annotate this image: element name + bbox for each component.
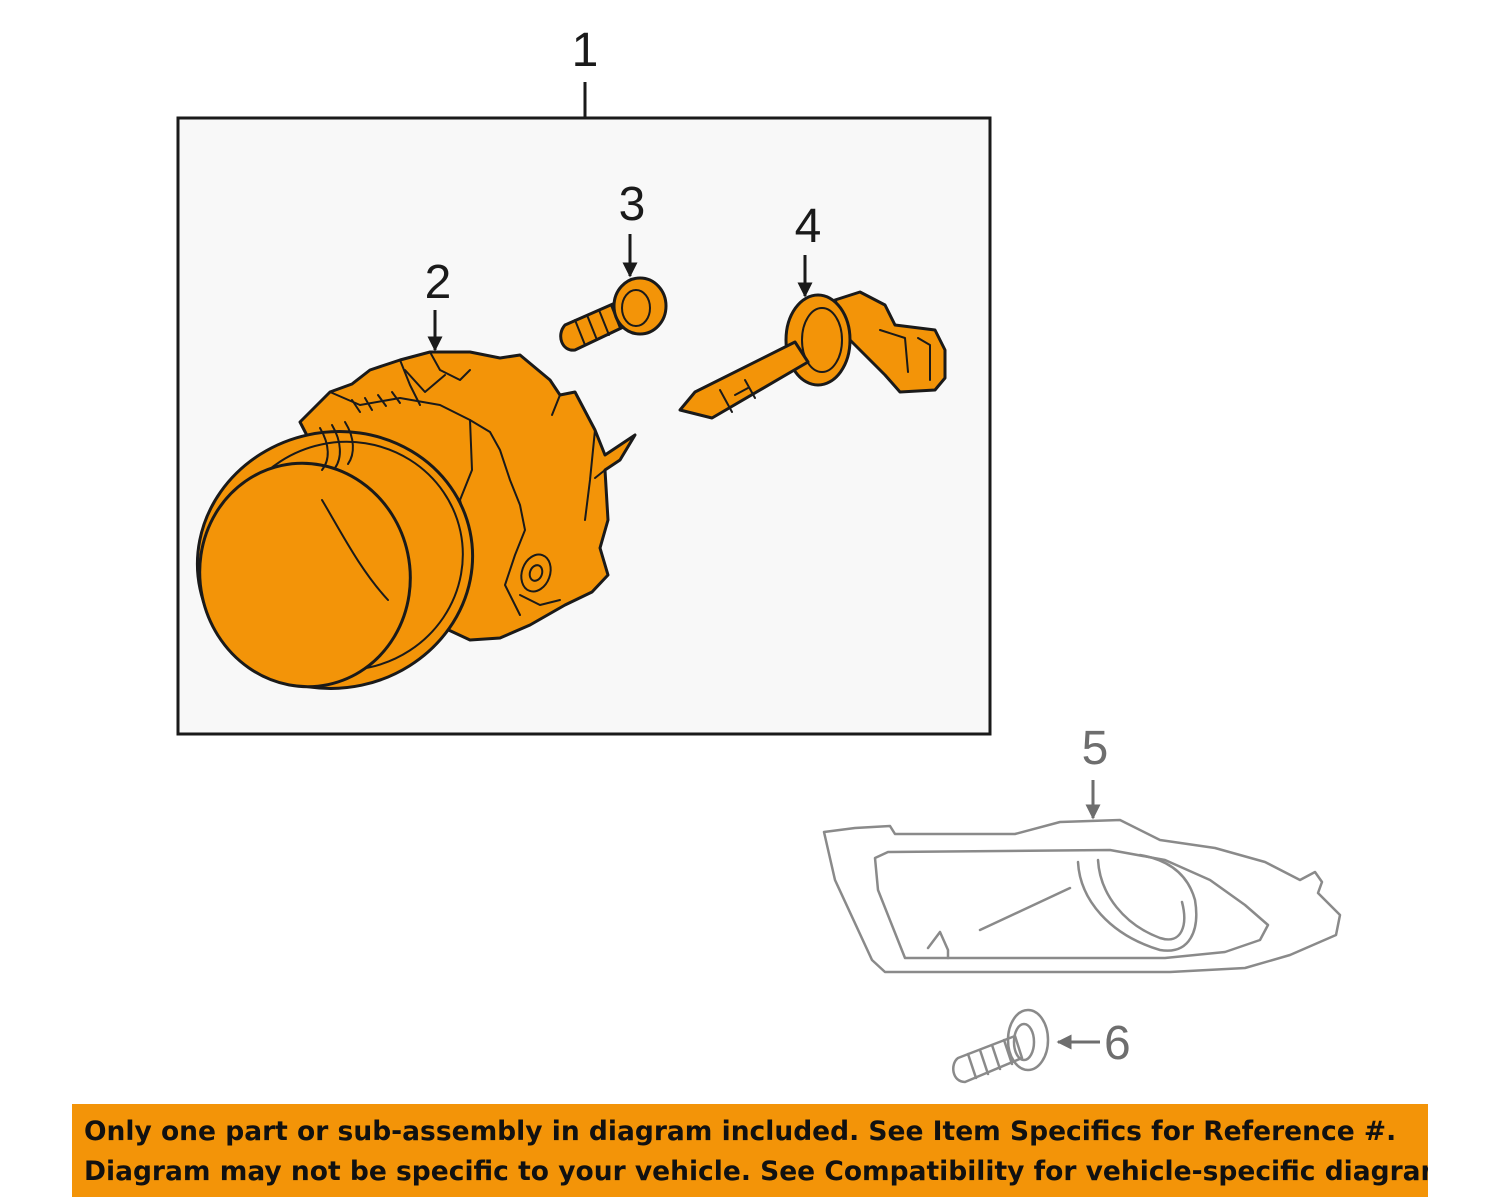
disclaimer-band [72, 1104, 1428, 1197]
callout-3: 3 [619, 178, 646, 231]
callout-5: 5 [1082, 722, 1109, 775]
callout-1: 1 [572, 24, 599, 77]
callout-6: 6 [1104, 1017, 1131, 1070]
screw-6 [952, 1008, 1050, 1084]
callout-2: 2 [425, 256, 452, 309]
screw-3 [559, 276, 668, 352]
disclaimer-line-2: Diagram may not be specific to your vehi… [84, 1156, 1428, 1187]
fog-lamp-cover-5 [822, 818, 1342, 974]
bulb-4 [678, 290, 947, 420]
fog-lamp-lens [198, 461, 412, 689]
disclaimer-line-1: Only one part or sub-assembly in diagram… [84, 1116, 1397, 1147]
disclaimer-banner: Only one part or sub-assembly in diagram… [72, 1104, 1428, 1197]
callout-4: 4 [795, 200, 822, 253]
fog-lamp-assembly [195, 350, 637, 690]
